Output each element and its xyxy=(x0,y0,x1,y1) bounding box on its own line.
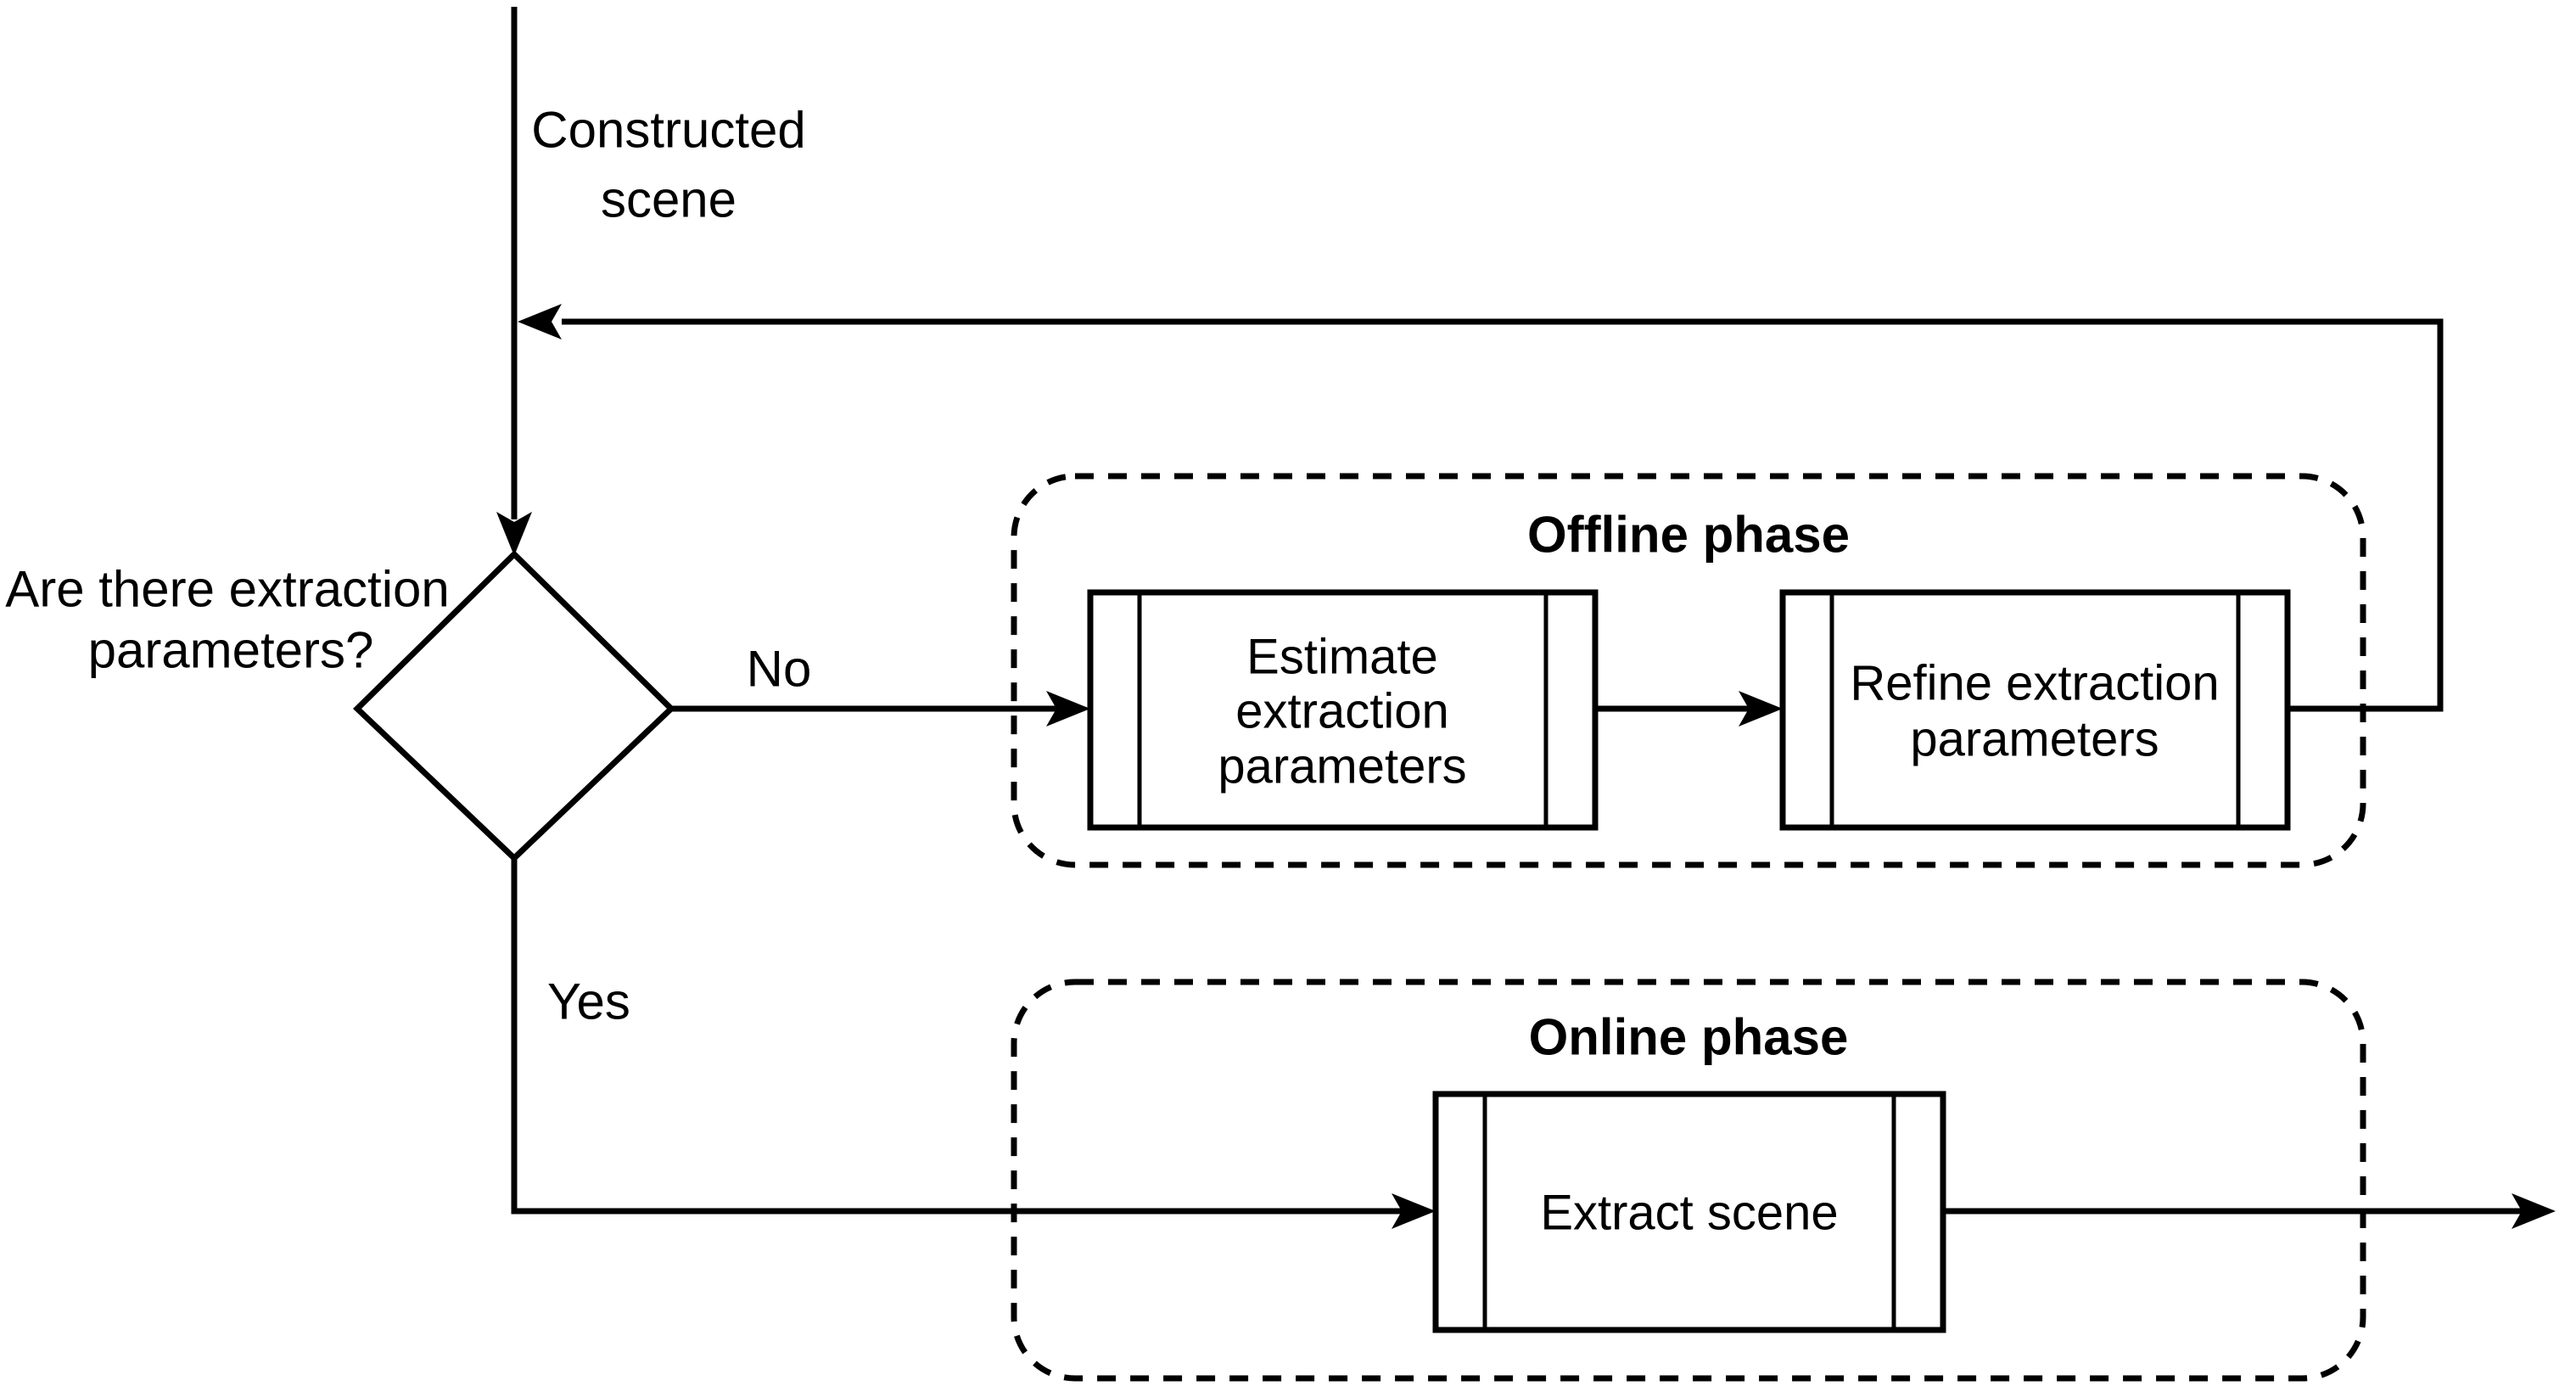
arrowhead-into-estimate-icon xyxy=(1046,691,1090,727)
extract-step-shape xyxy=(1432,1091,1946,1333)
yes-branch-label: Yes xyxy=(547,973,630,1030)
online-phase-title: Online phase xyxy=(1529,1009,1849,1066)
arrowhead-into-refine-icon xyxy=(1739,691,1783,727)
estimate-step-shape xyxy=(1087,589,1599,831)
offline-phase-boundary xyxy=(1011,473,2366,868)
decision-question-line2: parameters? xyxy=(88,622,374,679)
input-label-line2: scene xyxy=(601,171,736,228)
refine-step-label-line2: parameters xyxy=(1910,712,2159,767)
extract-step-box xyxy=(1432,1091,1946,1333)
estimate-step-label-line1: Estimate xyxy=(1246,630,1438,685)
input-label-line1: Constructed xyxy=(531,102,806,159)
estimate-step-label-line2: extraction xyxy=(1235,684,1448,739)
refine-step-box xyxy=(1779,589,2291,831)
refine-step-shape xyxy=(1779,589,2291,831)
decision-question-line1: Are there extraction xyxy=(5,561,450,618)
offline-phase-title: Offline phase xyxy=(1527,507,1850,564)
online-phase-boundary xyxy=(1011,979,2366,1382)
arrowhead-into-decision-icon xyxy=(496,512,532,556)
arrowhead-into-extract-icon xyxy=(1392,1193,1436,1229)
arrowhead-feedback-icon xyxy=(518,304,562,339)
decision-diamond xyxy=(352,550,676,862)
refine-step-label-line1: Refine extraction xyxy=(1850,656,2219,711)
yes-branch-line xyxy=(511,858,1404,1215)
extract-step-label-line1: Extract scene xyxy=(1540,1186,1838,1241)
arrowhead-output-icon xyxy=(2512,1193,2556,1229)
estimate-step-label-line3: parameters xyxy=(1218,739,1466,794)
estimate-step-box xyxy=(1087,589,1599,831)
no-branch-label: No xyxy=(747,641,812,698)
